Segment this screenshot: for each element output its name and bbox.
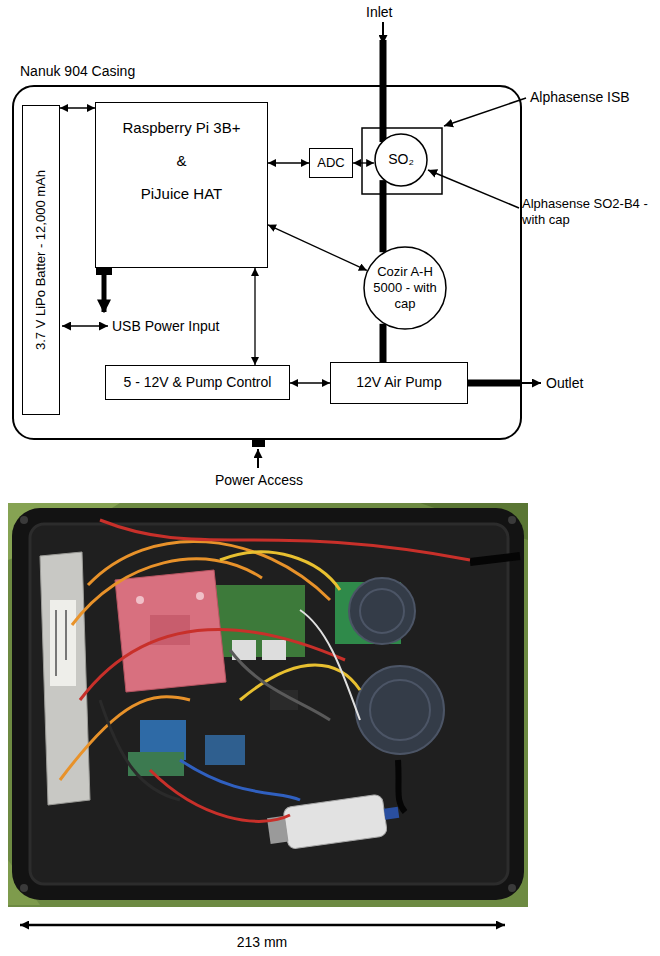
- power-line: [62, 325, 108, 326]
- leader-line: [428, 170, 519, 208]
- port-label: USB Power Input: [112, 318, 219, 336]
- power-access-arrow: [257, 449, 259, 468]
- outlet-tube: [468, 380, 522, 387]
- signal-connector: [290, 382, 330, 383]
- casing: Nanuk 904 Casing3.7 V LiPo Batter - 12,0…: [12, 85, 522, 440]
- pump-box: 12V Air Pump: [330, 362, 468, 404]
- outlet-arrow: [522, 382, 541, 384]
- sensor-circle: Cozir A-H 5000 - with cap: [363, 246, 447, 330]
- node-text: ADC: [317, 155, 344, 171]
- computer-box: Raspberry Pi 3B+ & PiJuice HAT: [95, 102, 268, 268]
- signal-connector: [60, 107, 95, 108]
- dimension-line: [20, 924, 505, 927]
- node-text: PiJuice HAT: [141, 185, 222, 204]
- air-tube: [380, 180, 387, 252]
- signal-connector: [268, 162, 309, 163]
- outlet-label: Outlet: [546, 375, 583, 393]
- callout-label: Alphasense ISB: [530, 89, 630, 107]
- node-text: SO₂: [379, 151, 423, 169]
- casing-title: Nanuk 904 Casing: [20, 63, 135, 81]
- circle-outline: [375, 134, 427, 186]
- photo: [8, 503, 528, 907]
- node-text: Cozir A-H 5000 - with cap: [372, 264, 438, 313]
- circle-outline: [364, 247, 446, 329]
- adc-box: ADC: [309, 148, 353, 178]
- signal-connector: [353, 162, 374, 163]
- node-text: 12V Air Pump: [356, 374, 442, 392]
- inlet-label: Inlet: [366, 4, 392, 22]
- air-tube: [380, 324, 387, 362]
- port-label: Power Access: [215, 472, 303, 490]
- inlet-tube: [380, 40, 387, 142]
- leader-line: [444, 98, 526, 126]
- node-text: 3.7 V LiPo Batter - 12,000 mAh: [33, 170, 49, 350]
- isb-board: [362, 128, 442, 194]
- signal-connector: [268, 225, 367, 271]
- usb-port: [96, 267, 112, 275]
- control-box: 5 - 12V & Pump Control: [105, 365, 290, 400]
- power-arrow: [102, 274, 107, 312]
- node-text: 5 - 12V & Pump Control: [124, 374, 272, 392]
- dimension-label: 213 mm: [237, 934, 288, 952]
- node-text: &: [176, 152, 186, 171]
- callout-label: Alphasense SO2-B4 -with cap: [522, 196, 654, 229]
- node-text: Raspberry Pi 3B+: [123, 119, 241, 138]
- signal-connector: [254, 268, 255, 365]
- sensor-circle: SO₂: [374, 133, 428, 187]
- battery-box: 3.7 V LiPo Batter - 12,000 mAh: [22, 105, 60, 415]
